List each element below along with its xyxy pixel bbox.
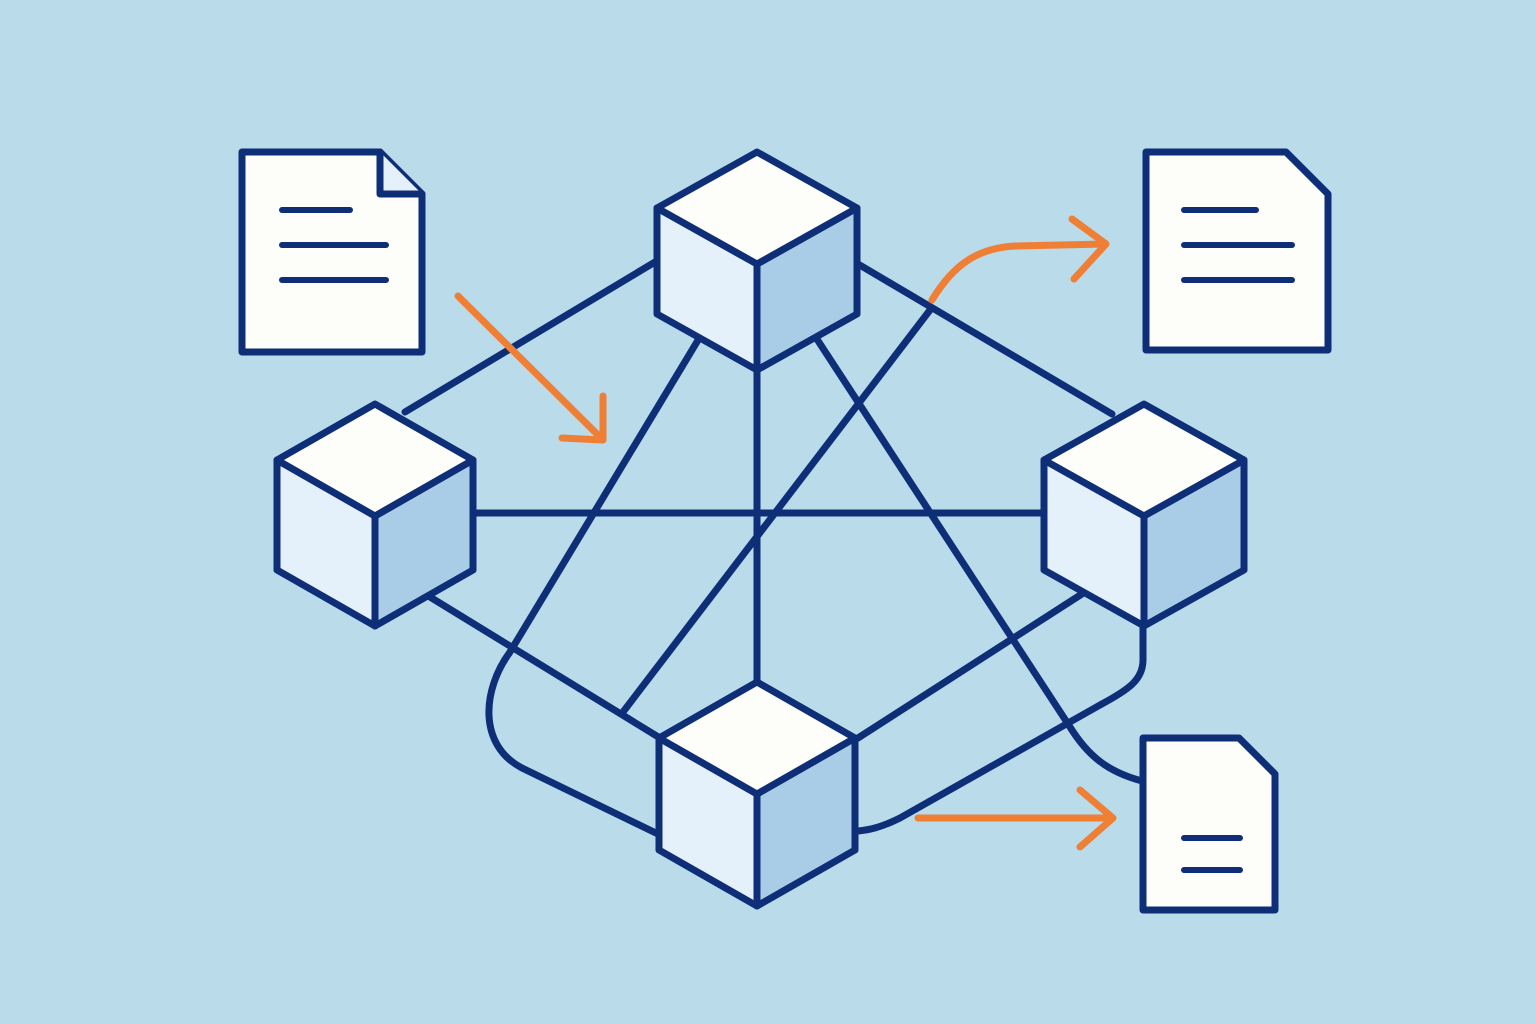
documents: [238, 148, 1332, 914]
document-output-top: [1142, 148, 1332, 354]
edge-right-to-bottom-curve: [854, 621, 1147, 835]
arrowhead-icon: [1076, 786, 1117, 851]
document-icon: [1142, 148, 1332, 354]
cube-icon: [273, 400, 477, 520]
edge-top-right: [854, 260, 1116, 418]
arrow-network-to-top-doc: [928, 215, 1110, 304]
document-output-bottom: [1139, 734, 1279, 914]
arrow-bottom-node-to-doc: [914, 786, 1117, 851]
arrowhead-icon: [558, 392, 607, 444]
document-input: [238, 148, 426, 356]
edge-top-to-bottom-left-curve: [485, 303, 722, 839]
cube-icon: [655, 678, 859, 798]
edge-top-left: [401, 258, 659, 416]
node-right: [1040, 400, 1248, 630]
document-icon: [1139, 734, 1279, 914]
edge-right-bottom: [854, 588, 1089, 742]
edge-top-to-bottom-right-doc: [792, 303, 1146, 785]
nodes: [273, 148, 1248, 910]
document-icon: [238, 148, 426, 356]
node-left: [273, 400, 477, 630]
document-fold: [376, 148, 426, 198]
arrow-icon: [928, 240, 1109, 304]
cube-icon: [1040, 400, 1248, 520]
node-top: [653, 148, 861, 374]
flow-arrows: [454, 215, 1117, 851]
arrow-icon: [454, 292, 604, 441]
cube-icon: [653, 148, 861, 268]
arrow-input-to-network: [454, 292, 607, 444]
connection-lines: [401, 258, 1147, 839]
edge-flow-to-bottom-cross: [619, 306, 934, 716]
arrowhead-icon: [1068, 215, 1110, 283]
node-bottom: [655, 678, 859, 910]
